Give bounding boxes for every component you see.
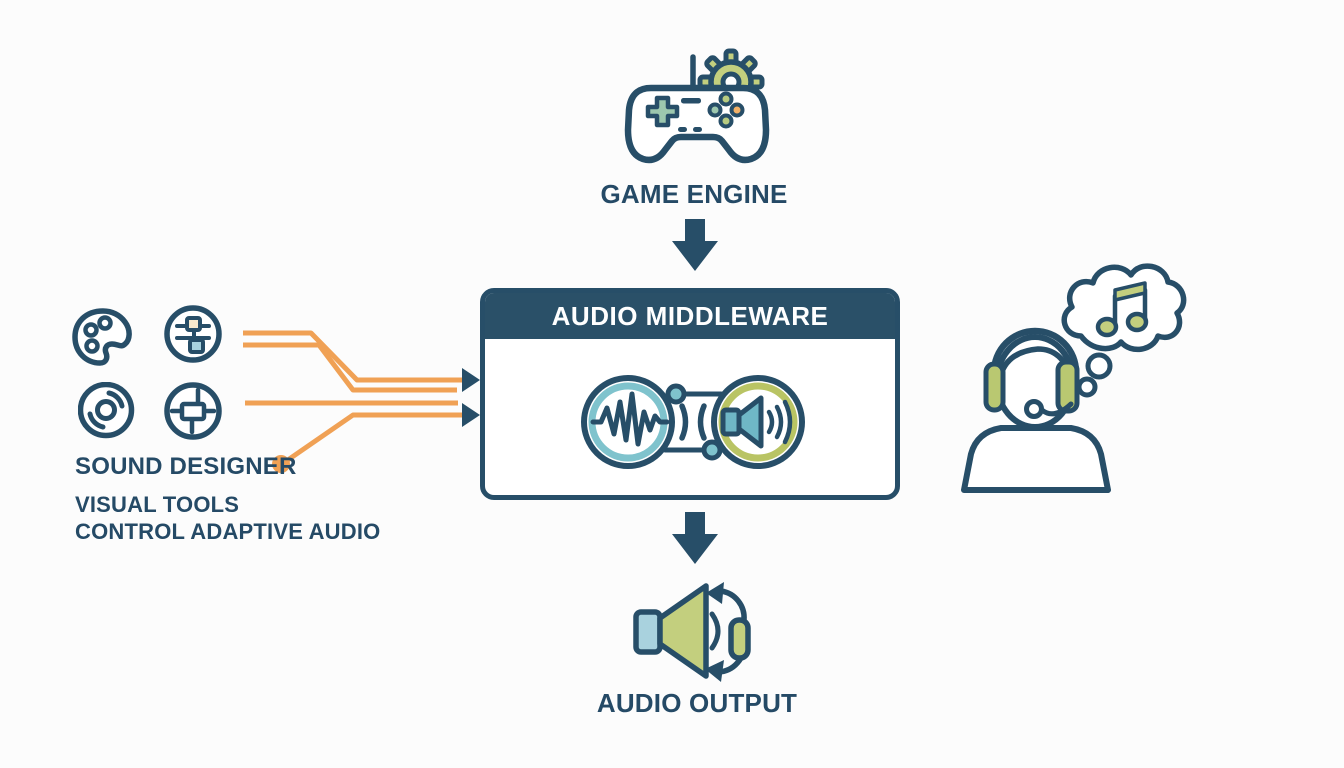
- middleware-title: AUDIO MIDDLEWARE: [551, 300, 829, 331]
- designer-caption-line2: CONTROL ADAPTIVE AUDIO: [75, 519, 381, 544]
- designer-caption-line1: VISUAL TOOLS: [75, 492, 240, 517]
- middleware-header: AUDIO MIDDLEWARE: [485, 293, 895, 339]
- spiral-disc-icon: [78, 382, 135, 439]
- sound-designer-label: SOUND DESIGNER: [75, 453, 297, 480]
- palette-icon: [72, 308, 132, 366]
- game-controller-gear-icon: [624, 48, 770, 164]
- dpad-icon: [645, 95, 680, 128]
- mixer-sliders-icon: [164, 305, 222, 363]
- designer-caption: VISUAL TOOLS CONTROL ADAPTIVE AUDIO: [75, 491, 380, 545]
- arrow-right-icon: [462, 368, 480, 392]
- music-note-thought-bubble-icon: [1061, 263, 1187, 398]
- waveform-icon: [590, 391, 670, 447]
- speaker-icon: [720, 395, 793, 449]
- audio-output-label: AUDIO OUTPUT: [596, 688, 798, 718]
- listener-headset-icon: [961, 263, 1187, 493]
- waveform-speaker-link-icon: [581, 375, 805, 469]
- designer-connector-lines: [243, 330, 480, 473]
- arrow-right-icon: [462, 403, 480, 427]
- arrow-down-icon: [672, 219, 718, 271]
- game-engine-label: GAME ENGINE: [600, 179, 788, 209]
- connector-dot: [272, 455, 290, 473]
- arrow-down-icon: [672, 512, 718, 564]
- speaker-surround-icon: [633, 582, 751, 682]
- controller-buttons: [707, 91, 745, 129]
- node-chip-icon: [164, 382, 222, 440]
- game-engine-node: [615, 42, 775, 182]
